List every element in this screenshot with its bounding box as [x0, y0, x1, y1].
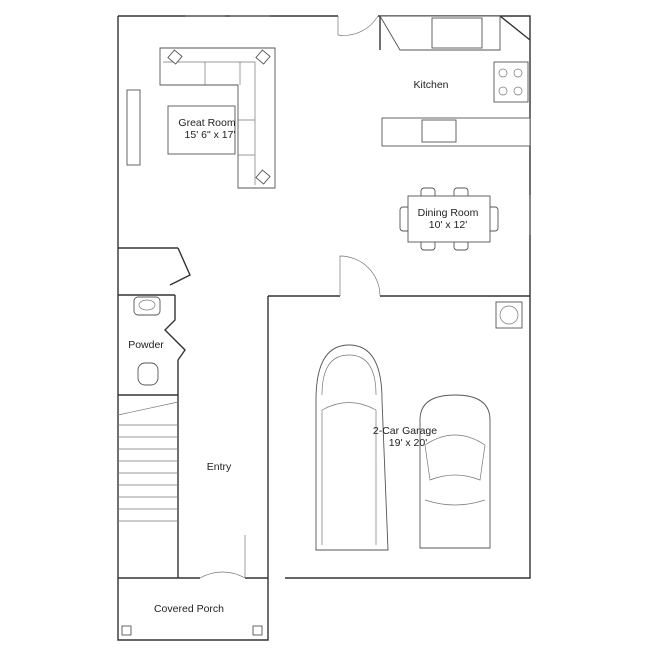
walls	[117, 15, 531, 641]
entry-label: Entry	[207, 461, 232, 473]
kitchen-label: Kitchen	[413, 79, 448, 91]
vanity	[133, 296, 161, 316]
stairs	[117, 401, 179, 522]
dining-table	[399, 187, 499, 251]
kitchen-fixtures	[379, 15, 531, 329]
sectional-sofa	[159, 47, 276, 189]
sink	[431, 17, 483, 49]
garage-size: 19' x 20'	[389, 437, 427, 449]
dining-room-size: 10' x 12'	[429, 219, 467, 231]
porch-post	[121, 625, 132, 636]
powder-fixtures	[133, 296, 161, 386]
rug	[167, 105, 236, 155]
tv-console	[126, 89, 141, 166]
garage-label: 2-Car Garage	[373, 425, 437, 437]
toilet	[137, 362, 159, 386]
great-room-furniture	[126, 47, 276, 189]
great-room-label: Great Room	[178, 117, 235, 129]
great-room-size: 15' 6" x 17'	[185, 129, 236, 141]
porch-label: Covered Porch	[154, 603, 224, 615]
porch-post	[252, 625, 263, 636]
powder-label: Powder	[128, 339, 164, 351]
dining-room-label: Dining Room	[418, 207, 479, 219]
car	[419, 394, 491, 549]
van	[315, 344, 389, 551]
stove	[493, 61, 529, 103]
doors	[199, 15, 381, 579]
